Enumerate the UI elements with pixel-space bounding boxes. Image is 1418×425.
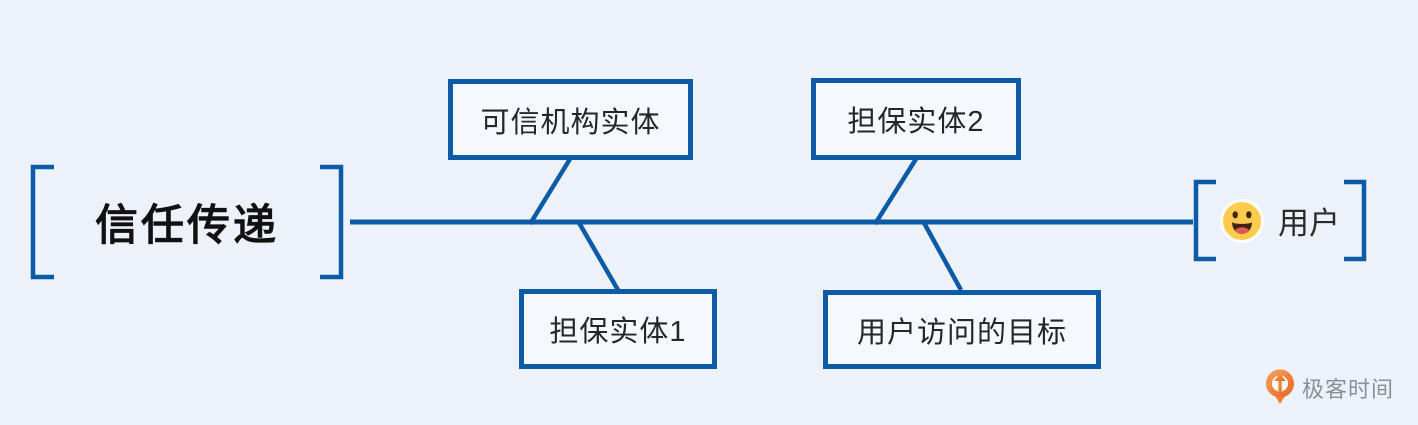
connector-user-target [921, 219, 963, 292]
node-guarantee-2: 担保实体2 [811, 78, 1021, 160]
title-bracket-close [320, 164, 344, 280]
geektime-logo-text: 极客时间 [1302, 376, 1395, 402]
node-label: 用户访问的目标 [856, 316, 1067, 349]
geektime-logo: 极客时间 [1264, 369, 1394, 406]
node-guarantee-1: 担保实体1 [519, 289, 717, 369]
connector-guarantee-2 [873, 157, 918, 226]
diagram-title: 信任传递 [95, 202, 279, 250]
node-label: 可信机构实体 [480, 106, 661, 139]
node-label: 担保实体2 [847, 106, 985, 138]
connector-guarantee-1 [576, 219, 620, 292]
connector-trusted-authority [528, 157, 572, 226]
title-bracket-open [30, 164, 54, 280]
geektime-logo-icon [1266, 369, 1294, 404]
node-trusted-authority: 可信机构实体 [448, 79, 693, 160]
end-group-user: 用户 [1208, 183, 1352, 258]
title-group: 信任传递 [53, 167, 321, 277]
smiley-emoji-icon [1220, 198, 1264, 243]
user-label: 用户 [1278, 206, 1340, 241]
node-user-target: 用户访问的目标 [823, 290, 1101, 369]
node-label: 担保实体1 [549, 316, 687, 348]
